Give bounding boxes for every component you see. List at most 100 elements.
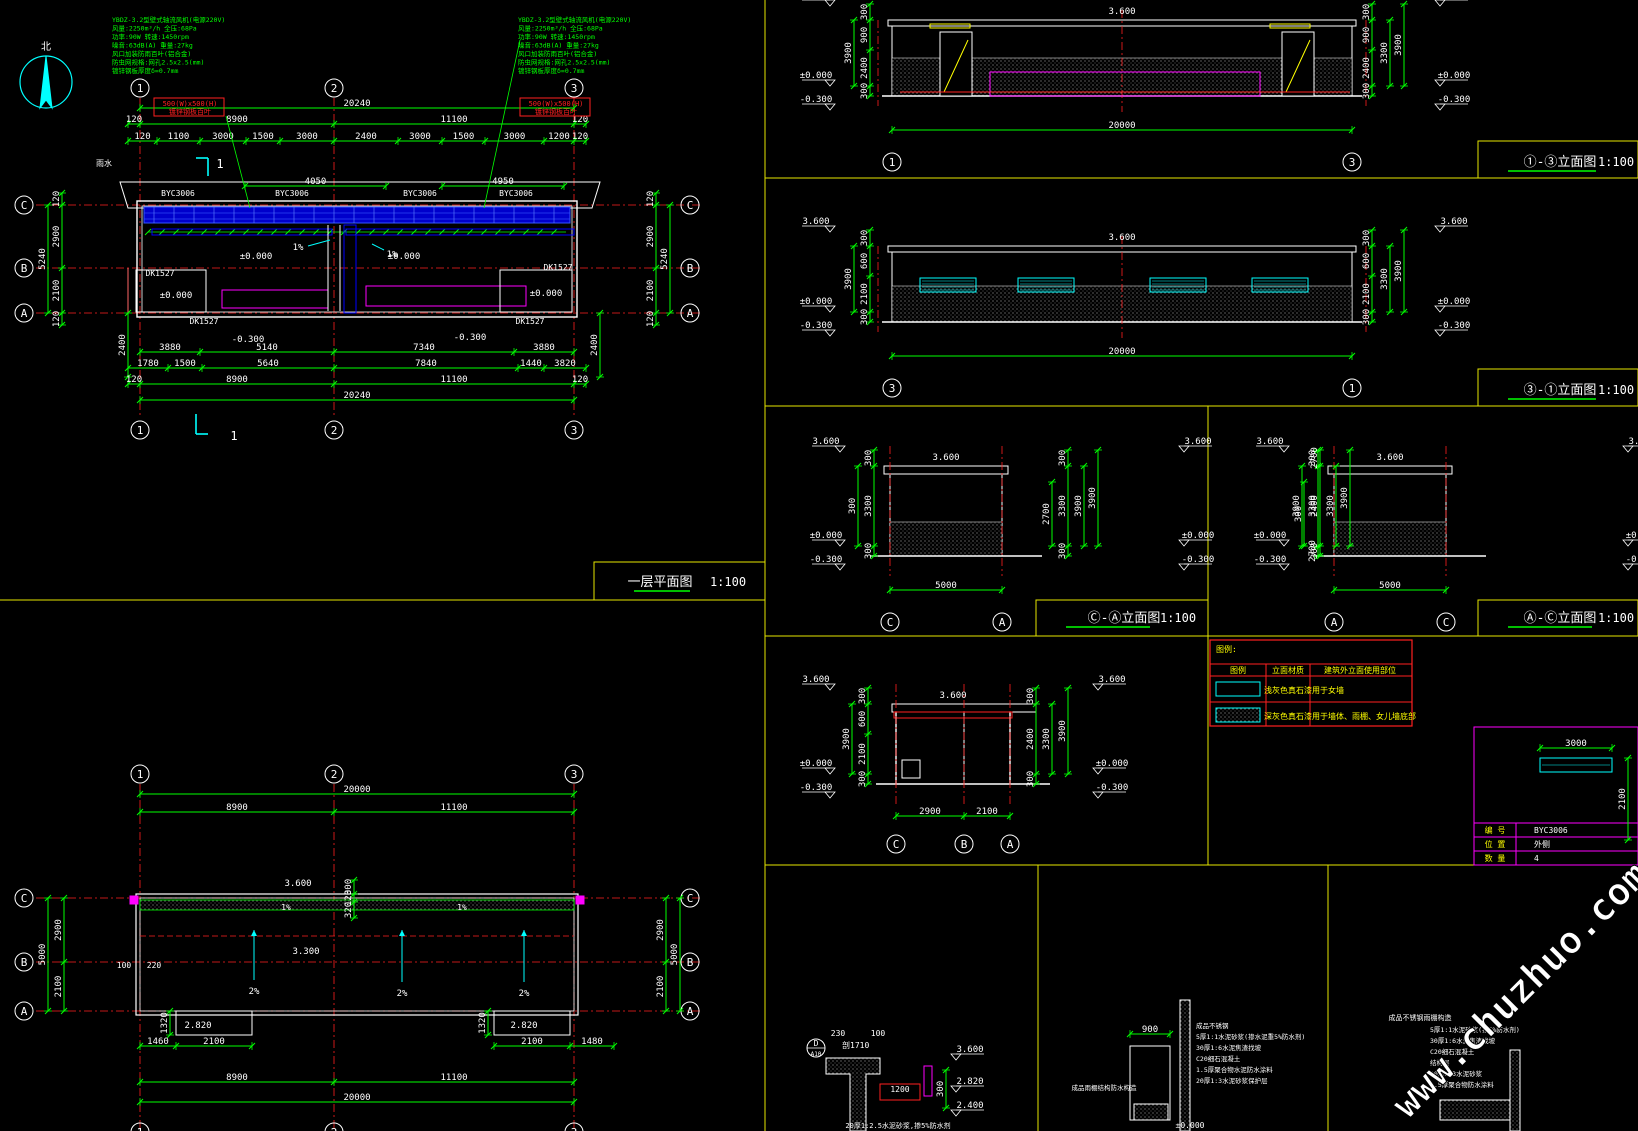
channel-magenta [221, 289, 329, 309]
dim-text: 20000 [1108, 121, 1135, 131]
dim-text: 900 [1362, 27, 1372, 43]
mid-base [1133, 1103, 1169, 1121]
drain-arrow-head [399, 930, 405, 936]
dim-tick [514, 364, 522, 372]
elev-level: 3.600 [1376, 453, 1403, 463]
dim-text: 120 [126, 375, 142, 385]
section-axis [886, 834, 906, 854]
dim-text: 2700 [1042, 503, 1052, 525]
dim-tick [1400, 226, 1408, 234]
dim-text: 3000 [504, 132, 526, 142]
downpipe [129, 895, 139, 905]
fan-note-right: 镀锌钢板厚度δ=0.7mm [518, 66, 584, 75]
dim-tick [582, 364, 590, 372]
dim-tick [848, 770, 856, 778]
dim-tick [1368, 318, 1376, 326]
axis-label: 3 [571, 768, 578, 781]
dim-tick [382, 228, 390, 236]
dim-tick [596, 309, 604, 317]
dim-text: 3900 [1394, 34, 1404, 56]
dim-tick [186, 228, 194, 236]
level: 3.600 [1628, 437, 1638, 447]
dim-tick [570, 1078, 578, 1086]
dim-tick [368, 228, 376, 236]
dim-text: 3900 [1074, 495, 1084, 517]
fan-note-left: 功率:90W 转速:1450rpm [112, 32, 189, 41]
dim-tick [566, 1042, 574, 1050]
dim-tick [330, 348, 338, 356]
dim-text: 2100 [858, 743, 868, 765]
dim-tick [560, 182, 568, 190]
dim-tick [424, 228, 432, 236]
elev-level: 3.600 [1108, 233, 1135, 243]
slope-label: 1% [457, 903, 467, 912]
dim-tick [1048, 478, 1056, 486]
axis-label: 1 [137, 82, 144, 95]
dim-text: 2900 [52, 226, 62, 248]
level-label: ±0.000 [530, 289, 563, 299]
dim-text: 300 [1362, 230, 1372, 246]
level-triangle [1434, 0, 1446, 7]
dim-text: 100 [871, 1029, 886, 1038]
dim-tick [144, 228, 152, 236]
louvre-window [1251, 277, 1309, 293]
dim-tick [44, 201, 52, 209]
dim-text: 1100 [168, 132, 190, 142]
dim-text: 8900 [226, 1073, 248, 1083]
dim-tick [1368, 82, 1376, 90]
dim-tick [850, 16, 858, 24]
dim-tick [536, 228, 544, 236]
roof-level: 3.300 [292, 947, 319, 957]
dim-text: 3900 [842, 728, 852, 750]
north-label: 北 [41, 41, 51, 53]
right-slab [1439, 1099, 1511, 1121]
dim-tick [58, 309, 66, 317]
axis-label: A [687, 307, 694, 320]
fan-note-left: 噪音:63dB(A) 重量:27kg [112, 41, 193, 50]
dim-text: 300 [1362, 83, 1372, 99]
dim-text: 5000 [670, 944, 680, 966]
axis-bubble-bottom [324, 1122, 344, 1131]
dim-tick [1006, 812, 1014, 820]
dim-text: 600 [860, 253, 870, 269]
dim-tick [960, 812, 968, 820]
dim-text: 4050 [305, 177, 327, 187]
dim-tick [124, 120, 132, 128]
dim-tick [153, 137, 161, 145]
dim-text: 3300 [1326, 495, 1336, 517]
dim-tick [866, 0, 874, 8]
channel [345, 228, 575, 236]
dim-tick [1332, 462, 1340, 470]
dim-tick [850, 82, 858, 90]
elev-level: 3.600 [932, 453, 959, 463]
dim-tick [466, 228, 474, 236]
dim-tick [570, 380, 578, 388]
dim-tick [166, 1031, 174, 1039]
dim-text: 1200 [548, 132, 570, 142]
pipe-blue [343, 224, 357, 314]
dim-tick [1316, 542, 1324, 550]
dim-text: 20240 [343, 391, 370, 401]
dim-text: 1320 [160, 1012, 170, 1034]
level-label: ±0.000 [240, 252, 273, 262]
legend-title: 图例: [1216, 644, 1237, 654]
elev-scale: 1:100 [1160, 611, 1196, 625]
dim-tick [652, 264, 660, 272]
legend-use: 用于女墙 [1312, 685, 1344, 695]
axis-bubble-right [680, 303, 700, 323]
axis-label: C [21, 892, 28, 905]
dim-tick [998, 586, 1006, 594]
axis-label: A [1331, 616, 1338, 629]
axis-bubble-right [680, 258, 700, 278]
dim-tick [1368, 46, 1376, 54]
axis-bubble-left [14, 195, 34, 215]
dim-tick [124, 137, 132, 145]
fan-box-text: 500(W)x500(H) [163, 100, 218, 108]
dim-text: 300 [1308, 450, 1318, 466]
dim-tick [158, 228, 166, 236]
elev-axis [882, 152, 902, 172]
